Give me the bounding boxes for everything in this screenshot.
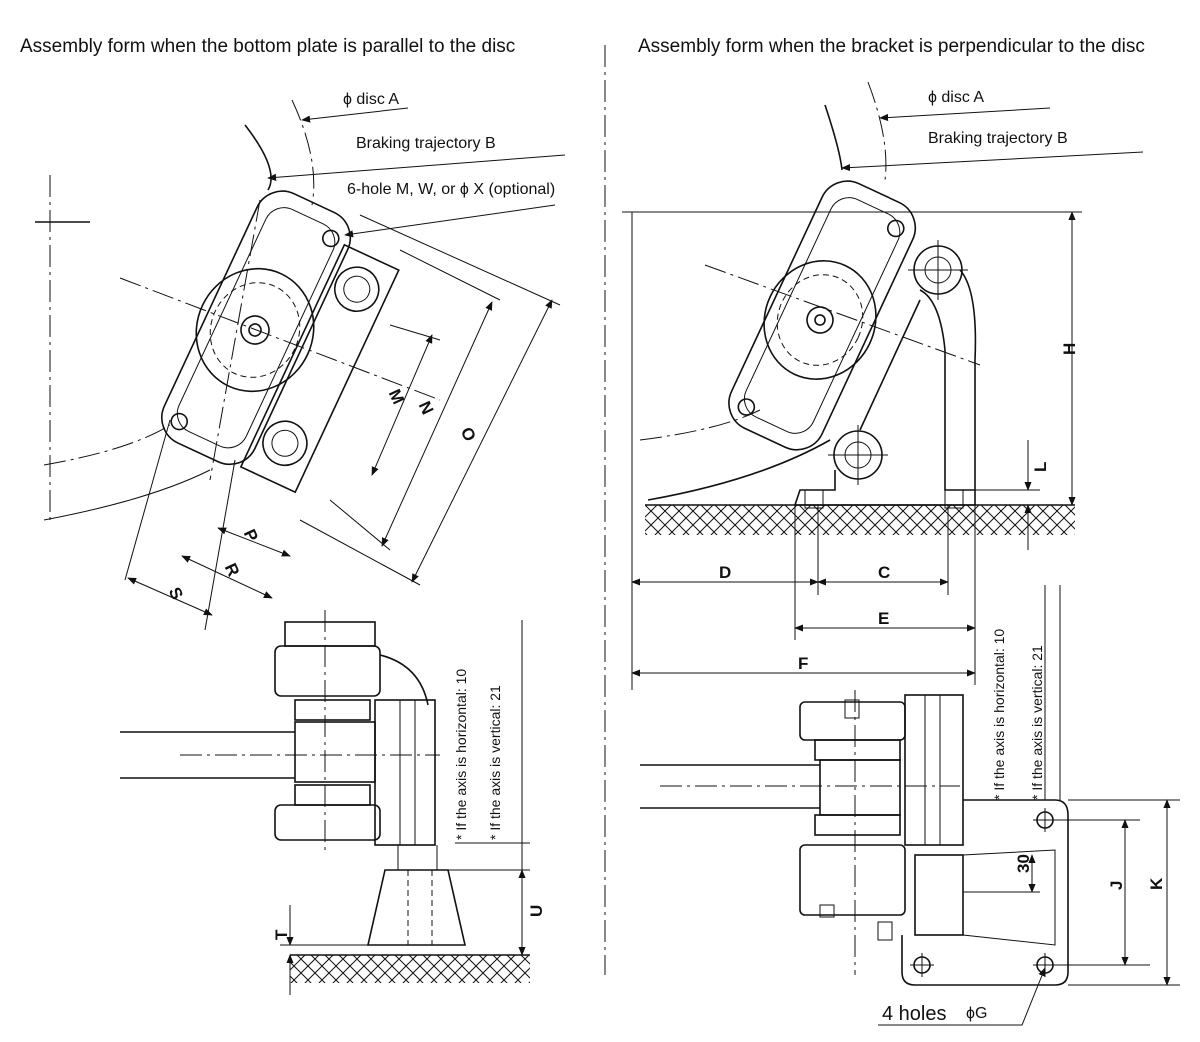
dim-line-P (217, 527, 291, 557)
dim-K: K (1147, 877, 1166, 890)
dim-line-S (127, 577, 213, 616)
dim-line-O (411, 299, 553, 583)
four-holes-label: 4 holes (882, 1003, 947, 1025)
right-title: Assembly form when the bracket is perpen… (638, 36, 1145, 57)
left-title: Assembly form when the bottom plate is p… (20, 36, 515, 57)
trajectory-label-right: Braking trajectory B (928, 130, 1068, 147)
ground-left (290, 955, 530, 983)
dim-J: J (1107, 881, 1126, 890)
trajectory-leader-right (841, 151, 1144, 172)
dim-L: L (1031, 462, 1050, 472)
dim-P: P (240, 526, 262, 544)
trajectory-label-left: Braking trajectory B (356, 135, 496, 152)
dim-H: H (1060, 343, 1079, 355)
disc-centerline-arc (291, 99, 315, 206)
disc-edge-arc-right (824, 104, 843, 171)
dim-30: 30 (1014, 854, 1033, 873)
note-vertical-left: * If the axis is vertical: 21 (487, 685, 503, 840)
dim-F: F (798, 654, 808, 673)
disc-a-leader-right (879, 107, 1051, 122)
caliper-vertical-centerline (209, 199, 261, 481)
dim-R: R (221, 560, 243, 579)
disc-a-label-right: ϕ disc A (928, 89, 984, 106)
dim-E: E (878, 609, 889, 628)
right-view (622, 81, 1180, 1026)
dim-M: M (385, 386, 408, 407)
note-vertical-right: * If the axis is vertical: 21 (1029, 645, 1045, 800)
note-horizontal-left: * If the axis is horizontal: 10 (453, 669, 469, 840)
ground-right (645, 505, 1075, 535)
caliper-body-left (161, 190, 400, 494)
disc-edge-arc (244, 124, 272, 191)
dim-S: S (165, 584, 187, 602)
dim-U: U (527, 905, 546, 917)
dim-T: T (272, 929, 291, 940)
caliper-side-view-left (120, 610, 467, 946)
dim-line-R (181, 555, 273, 599)
dim-N: N (415, 398, 437, 417)
dim-D: D (719, 563, 731, 582)
caliper-body-right (728, 180, 917, 451)
hole-diameter-label: ϕG (966, 1005, 987, 1022)
holes-note: 6-hole M, W, or ϕ X (optional) (347, 181, 555, 198)
disc-a-label-left: ϕ disc A (343, 91, 399, 108)
trajectory-leader (267, 154, 566, 181)
left-view (35, 99, 566, 995)
dim-C: C (878, 563, 890, 582)
disc-bottom-arc (43, 469, 211, 521)
holes-leader (344, 204, 556, 238)
dim-O: O (457, 424, 480, 444)
note-horizontal-right: * If the axis is horizontal: 10 (991, 629, 1007, 800)
disc-a-leader (301, 107, 409, 123)
four-holes-leader (878, 967, 1046, 1026)
disc-bottom-dash-arc (43, 424, 171, 466)
